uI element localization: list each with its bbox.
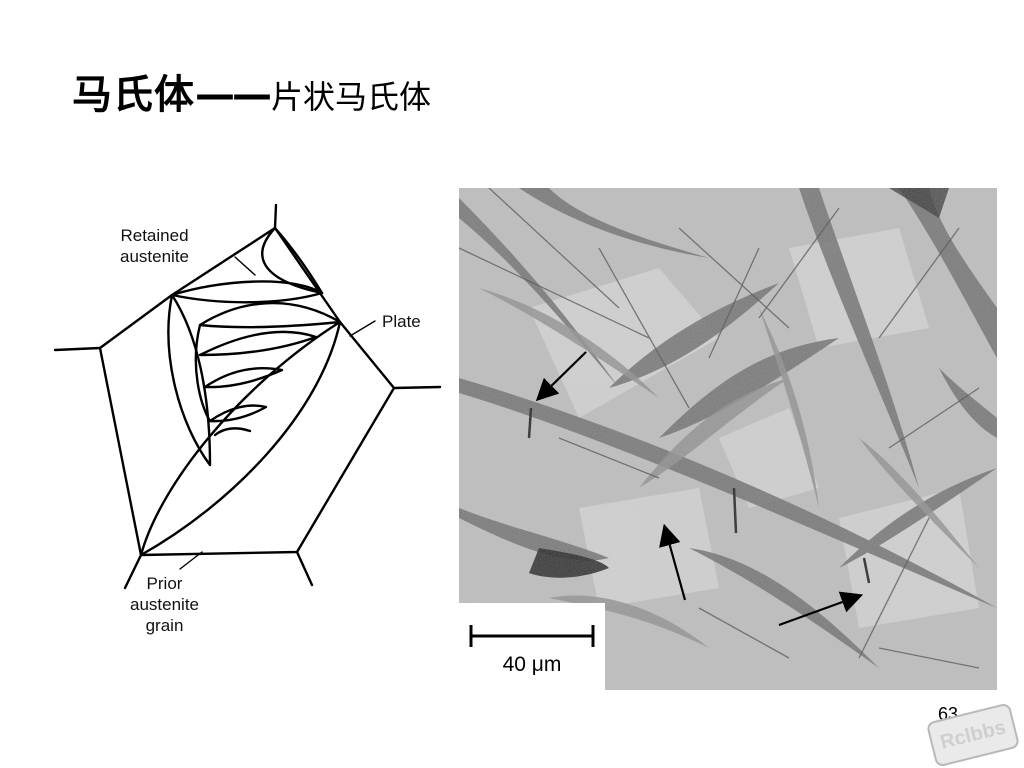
plate-martensite-diagram: Retained austenite Plate Prior austenite… — [50, 195, 450, 650]
label-prior-austenite-grain: Prior austenite grain — [130, 573, 199, 636]
label-line: grain — [145, 616, 184, 635]
label-retained-austenite: Retained austenite — [120, 225, 189, 267]
watermark-text: Rclbbs — [937, 715, 1008, 754]
grain-boundary — [273, 203, 278, 230]
label-line: austenite — [120, 247, 189, 266]
grain-boundary — [53, 346, 102, 352]
scale-bar-label: 40 μm — [502, 653, 562, 676]
label-plate: Plate — [382, 311, 421, 332]
scale-bar — [469, 625, 595, 647]
label-line: Prior — [146, 574, 183, 593]
martensite-plate — [198, 330, 318, 357]
leader-line — [349, 320, 376, 337]
grain-boundary — [98, 226, 396, 557]
label-line: Plate — [382, 312, 421, 331]
scale-bar-box: 40 μm — [459, 603, 605, 690]
martensite-plate — [194, 323, 212, 423]
leader-line — [234, 256, 256, 276]
label-line: Retained — [120, 226, 189, 245]
title-subtitle: 片状马氏体 — [271, 78, 432, 116]
martensite-plate — [261, 226, 324, 295]
martensite-plate — [203, 367, 284, 389]
title-dash: —— — [195, 72, 272, 118]
grain-boundary — [123, 553, 143, 590]
grain-boundary — [295, 550, 314, 587]
title-main: 马氏体 — [72, 72, 195, 118]
martensite-plate — [208, 404, 268, 423]
leader-line — [179, 551, 203, 570]
label-line: austenite — [130, 595, 199, 614]
diagram-drawing — [53, 203, 442, 590]
slide-title: 马氏体 —— 片状马氏体 — [72, 62, 431, 118]
martensite-plate — [213, 427, 252, 437]
martensite-plate — [139, 320, 342, 557]
arrow-icon — [535, 351, 864, 627]
grain-boundary — [392, 385, 442, 390]
martensite-plate — [198, 301, 342, 329]
martensite-plate — [167, 293, 212, 467]
martensite-plate — [170, 280, 324, 304]
